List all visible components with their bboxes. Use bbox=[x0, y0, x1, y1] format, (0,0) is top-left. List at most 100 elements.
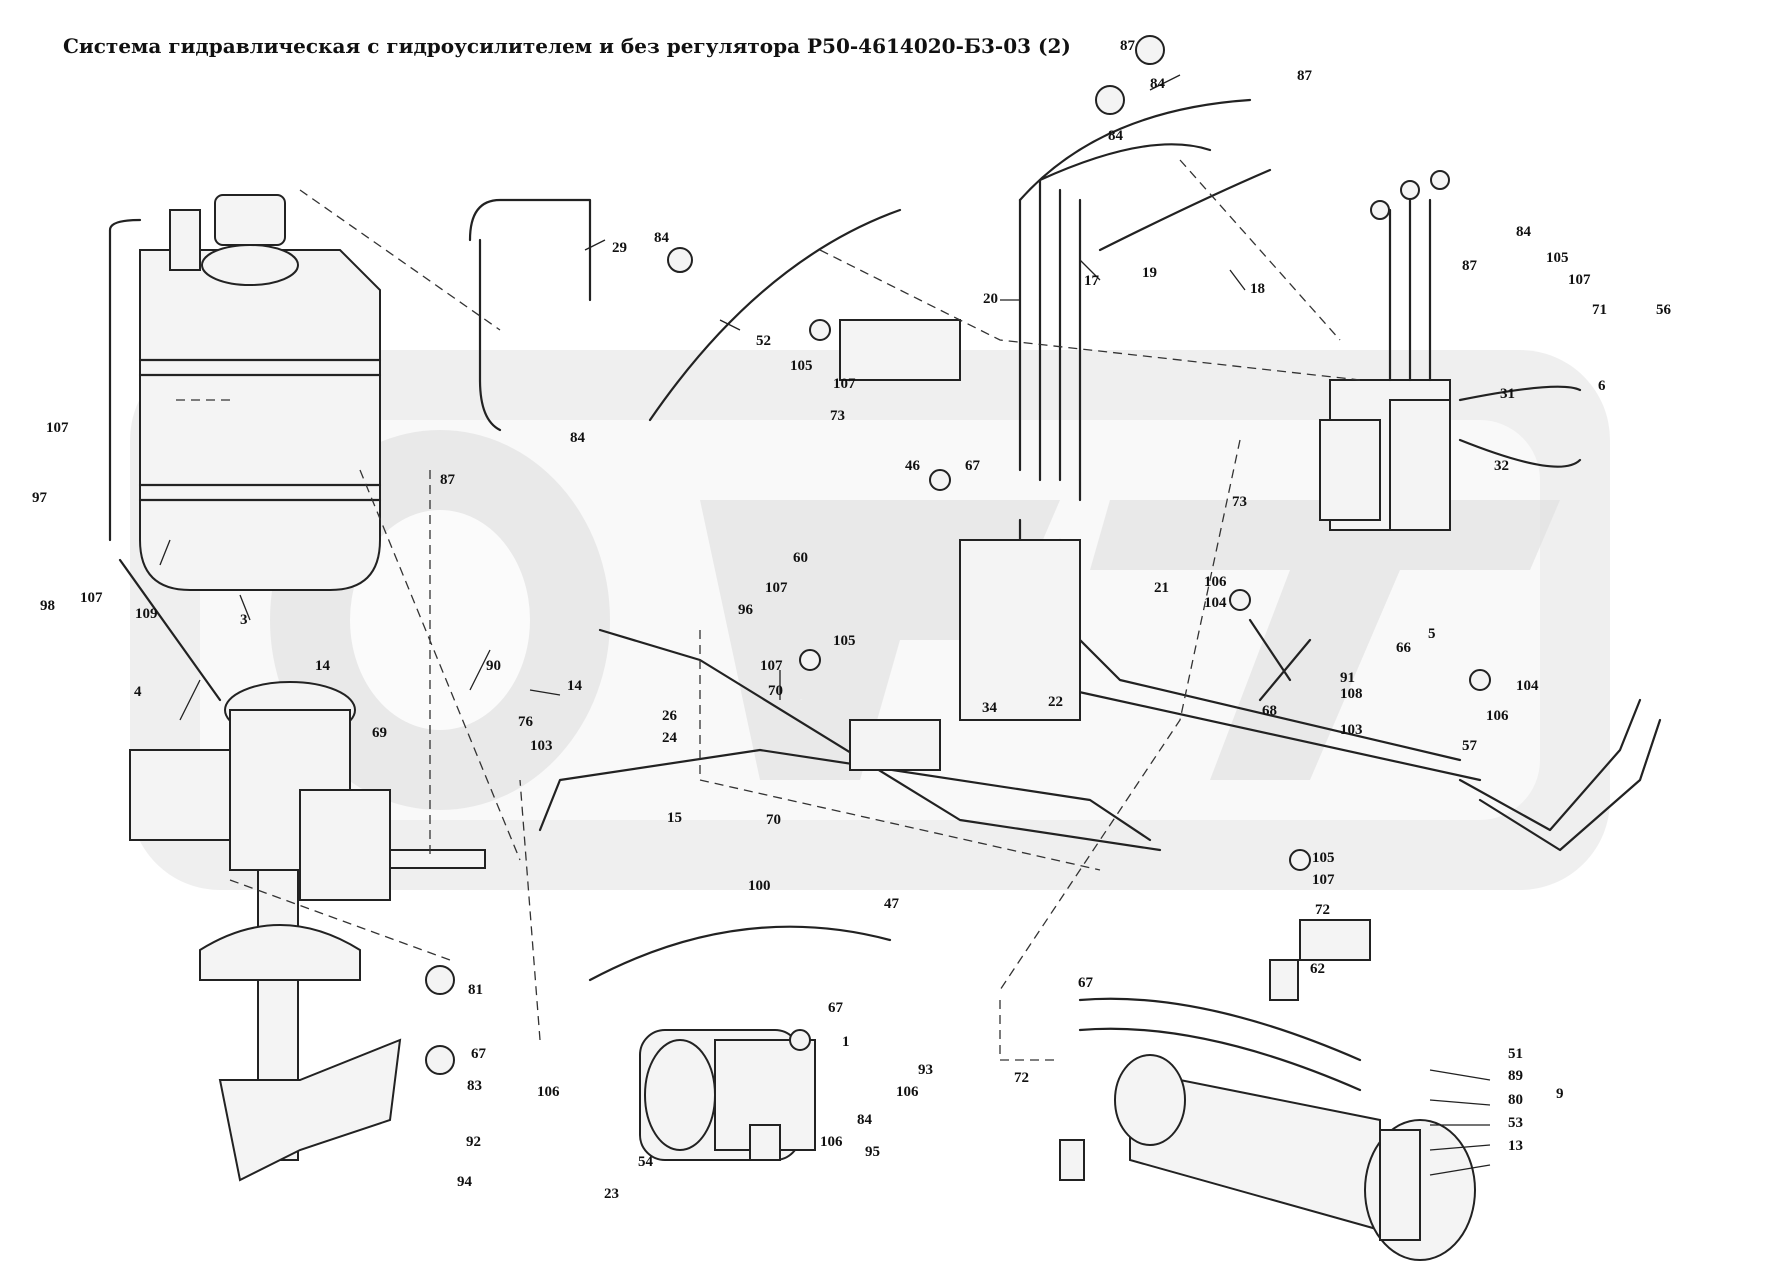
callout-label: 5 bbox=[1428, 626, 1436, 642]
callout-label: 106 bbox=[1486, 708, 1509, 724]
callout-label: 107 bbox=[833, 376, 856, 392]
callout-label: 14 bbox=[567, 678, 583, 694]
callout-label: 107 bbox=[760, 658, 783, 674]
callout-label: 70 bbox=[766, 812, 781, 828]
callout-label: 106 bbox=[896, 1084, 919, 1100]
callout-label: 62 bbox=[1310, 961, 1325, 977]
callout-label: 84 bbox=[654, 230, 670, 246]
callout-label: 26 bbox=[662, 708, 678, 724]
callout-label: 3 bbox=[240, 612, 248, 628]
callout-label: 106 bbox=[1204, 574, 1227, 590]
callout-label: 96 bbox=[738, 602, 754, 618]
callout-label: 29 bbox=[612, 240, 627, 256]
callout-label: 69 bbox=[372, 725, 387, 741]
callout-label: 103 bbox=[1340, 722, 1363, 738]
callout-label: 93 bbox=[918, 1062, 933, 1078]
hydraulic-pump bbox=[639, 1029, 816, 1161]
callout-label: 31 bbox=[1500, 386, 1515, 402]
callout-label: 54 bbox=[638, 1154, 654, 1170]
callout-label: 107 bbox=[80, 590, 103, 606]
pipes bbox=[468, 98, 1662, 1092]
callout-label: 91 bbox=[1340, 670, 1355, 686]
callout-label: 84 bbox=[1108, 128, 1124, 144]
callout-label: 84 bbox=[857, 1112, 873, 1128]
callout-label: 76 bbox=[518, 714, 534, 730]
callout-label: 94 bbox=[457, 1174, 473, 1190]
callout-label: 87 bbox=[440, 472, 456, 488]
callout-label: 4 bbox=[134, 684, 142, 700]
callout-label: 107 bbox=[1312, 872, 1335, 888]
callout-label: 24 bbox=[662, 730, 678, 746]
callout-label: 1 bbox=[842, 1034, 850, 1050]
callout-label: 32 bbox=[1494, 458, 1509, 474]
callout-label: 109 bbox=[135, 606, 158, 622]
callout-label: 81 bbox=[468, 982, 483, 998]
assembly-lines bbox=[170, 159, 1361, 1061]
callout-label: 87 bbox=[1462, 258, 1478, 274]
callout-label: 18 bbox=[1250, 281, 1265, 297]
fittings bbox=[425, 35, 1491, 1181]
callout-label: 46 bbox=[905, 458, 921, 474]
callout-label: 67 bbox=[828, 1000, 844, 1016]
diagram-title: Система гидравлическая с гидроусилителем… bbox=[63, 34, 1071, 58]
callout-label: 104 bbox=[1204, 595, 1227, 611]
distributor-valve bbox=[1319, 170, 1451, 531]
callout-label: 100 bbox=[748, 878, 771, 894]
callout-label: 67 bbox=[965, 458, 981, 474]
callout-label: 87 bbox=[1297, 68, 1313, 84]
callout-label: 73 bbox=[830, 408, 845, 424]
callout-label: 67 bbox=[1078, 975, 1094, 991]
callout-label: 6 bbox=[1598, 378, 1606, 394]
callout-label: 19 bbox=[1142, 265, 1157, 281]
callout-label: 103 bbox=[530, 738, 553, 754]
callout-label: 15 bbox=[667, 810, 682, 826]
callout-label: 34 bbox=[982, 700, 998, 716]
callout-label: 22 bbox=[1048, 694, 1063, 710]
oil-tank bbox=[108, 194, 382, 702]
callout-label: 66 bbox=[1396, 640, 1412, 656]
callout-label: 104 bbox=[1516, 678, 1539, 694]
callout-label: 98 bbox=[40, 598, 55, 614]
leader-lines bbox=[159, 74, 1491, 1176]
callout-label: 13 bbox=[1508, 1138, 1523, 1154]
callout-label: 105 bbox=[1546, 250, 1569, 266]
callout-label: 105 bbox=[790, 358, 813, 374]
callout-label: 90 bbox=[486, 658, 501, 674]
callout-label: 92 bbox=[466, 1134, 481, 1150]
callout-label: 14 bbox=[315, 658, 331, 674]
callout-label: 23 bbox=[604, 1186, 619, 1202]
callout-label: 68 bbox=[1262, 703, 1277, 719]
callout-label: 84 bbox=[1516, 224, 1532, 240]
callout-label: 84 bbox=[570, 430, 586, 446]
callout-label: 71 bbox=[1592, 302, 1607, 318]
callout-label: 67 bbox=[471, 1046, 487, 1062]
callout-label: 95 bbox=[865, 1144, 880, 1160]
callout-label: 97 bbox=[32, 490, 48, 506]
hydraulic-cylinder bbox=[1114, 1054, 1476, 1261]
callout-label: 57 bbox=[1462, 738, 1478, 754]
callout-label: 53 bbox=[1508, 1115, 1523, 1131]
callout-label: 17 bbox=[1084, 273, 1100, 289]
callout-label: 80 bbox=[1508, 1092, 1523, 1108]
callout-label: 72 bbox=[1315, 902, 1330, 918]
callout-label: 108 bbox=[1340, 686, 1363, 702]
callout-label: 83 bbox=[467, 1078, 482, 1094]
callout-label: 56 bbox=[1656, 302, 1672, 318]
callout-label: 21 bbox=[1154, 580, 1169, 596]
callout-label: 106 bbox=[537, 1084, 560, 1100]
callout-label: 87 bbox=[1120, 38, 1136, 54]
callout-label: 52 bbox=[756, 333, 771, 349]
callout-label: 107 bbox=[1568, 272, 1591, 288]
callout-label: 9 bbox=[1556, 1086, 1564, 1102]
callout-label: 89 bbox=[1508, 1068, 1523, 1084]
callout-label: 73 bbox=[1232, 494, 1247, 510]
callout-label: 107 bbox=[46, 420, 69, 436]
steering-column bbox=[129, 681, 486, 1182]
callout-label: 72 bbox=[1014, 1070, 1029, 1086]
callout-label: 70 bbox=[768, 683, 783, 699]
callout-label: 105 bbox=[833, 633, 856, 649]
callout-label: 105 bbox=[1312, 850, 1335, 866]
callout-label: 106 bbox=[820, 1134, 843, 1150]
